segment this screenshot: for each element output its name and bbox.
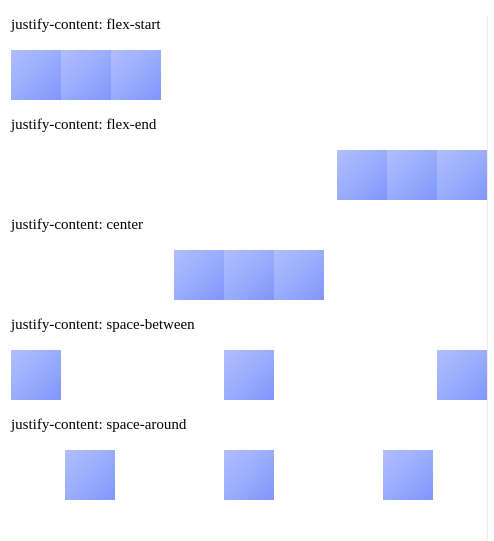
flex-demo-page: justify-content: flex-start justify-cont… <box>0 15 494 541</box>
flex-item-box <box>111 50 161 100</box>
flex-item-box <box>11 350 61 400</box>
scrollbar-edge <box>487 15 494 541</box>
flex-item-box <box>174 250 224 300</box>
flex-item-box <box>224 350 274 400</box>
section-label: justify-content: flex-end <box>11 117 157 133</box>
flex-item-box <box>337 150 387 200</box>
section-flex-start: justify-content: flex-start <box>11 15 487 100</box>
section-label: justify-content: space-between <box>11 317 195 333</box>
flex-item-box <box>382 450 433 500</box>
section-flex-end: justify-content: flex-end <box>11 115 487 200</box>
flex-item-box <box>61 50 111 100</box>
section-center: justify-content: center <box>11 215 487 300</box>
flex-item-box <box>224 250 274 300</box>
flex-container-center <box>11 250 487 300</box>
flex-container-space-around <box>11 450 487 500</box>
section-label: justify-content: flex-start <box>11 17 161 33</box>
flex-item-box <box>223 450 274 500</box>
section-label: justify-content: space-around <box>11 417 187 433</box>
flex-item-box <box>65 450 116 500</box>
flex-item-box <box>437 150 487 200</box>
flex-container-flex-end <box>11 150 487 200</box>
flex-item-box <box>437 350 487 400</box>
section-space-between: justify-content: space-between <box>11 315 487 400</box>
flex-container-space-between <box>11 350 487 400</box>
flex-item-box <box>11 50 61 100</box>
section-label: justify-content: center <box>11 217 144 233</box>
flex-item-box <box>387 150 437 200</box>
flex-item-box <box>274 250 324 300</box>
flex-container-flex-start <box>11 50 487 100</box>
section-space-around: justify-content: space-around <box>11 415 487 500</box>
